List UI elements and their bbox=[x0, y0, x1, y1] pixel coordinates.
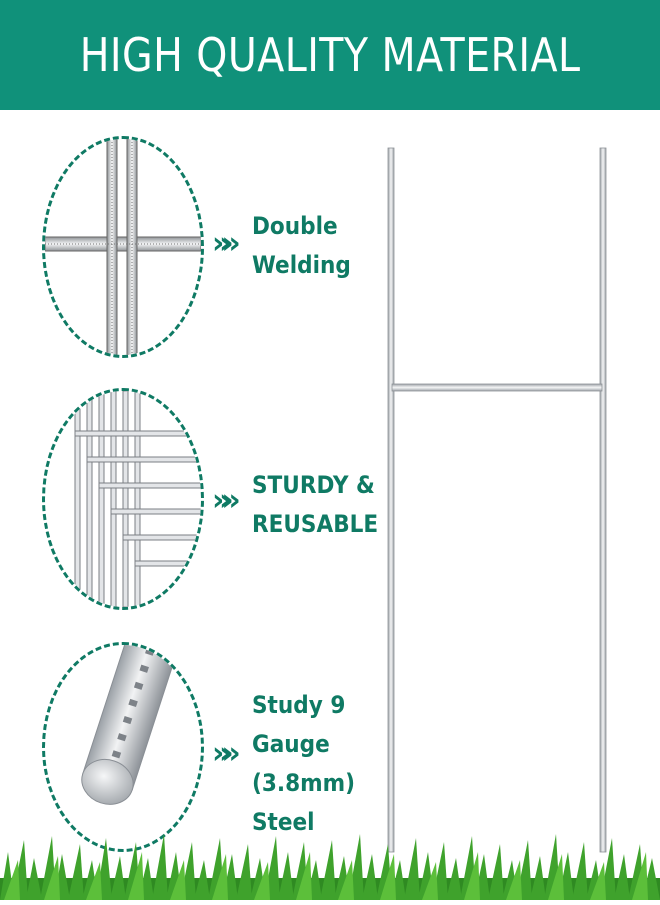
arrow-icon: »» bbox=[212, 483, 241, 518]
stacked-stakes-closeup-icon bbox=[42, 388, 204, 610]
arrow-icon: »» bbox=[212, 736, 241, 771]
header-banner: HIGH QUALITY MATERIAL bbox=[0, 0, 660, 110]
page-title: HIGH QUALITY MATERIAL bbox=[79, 28, 581, 82]
feature-label: STURDY & REUSABLE bbox=[252, 471, 379, 538]
arrow-icon: »» bbox=[212, 226, 241, 261]
h-frame-stake-icon bbox=[380, 140, 620, 865]
feature-label: Study 9 Gauge (3.8mm) Steel bbox=[252, 691, 356, 836]
steel-rod-closeup-icon bbox=[42, 642, 204, 852]
feature-steel-gauge: »» Study 9 Gauge (3.8mm) Steel bbox=[0, 642, 380, 872]
double-welding-closeup-icon bbox=[42, 136, 204, 358]
feature-sturdy-reusable: »» STURDY & REUSABLE bbox=[0, 388, 380, 610]
feature-label: Double Welding bbox=[252, 212, 351, 279]
feature-double-welding: »» Double Welding bbox=[0, 136, 380, 358]
grass-decoration bbox=[0, 830, 660, 900]
